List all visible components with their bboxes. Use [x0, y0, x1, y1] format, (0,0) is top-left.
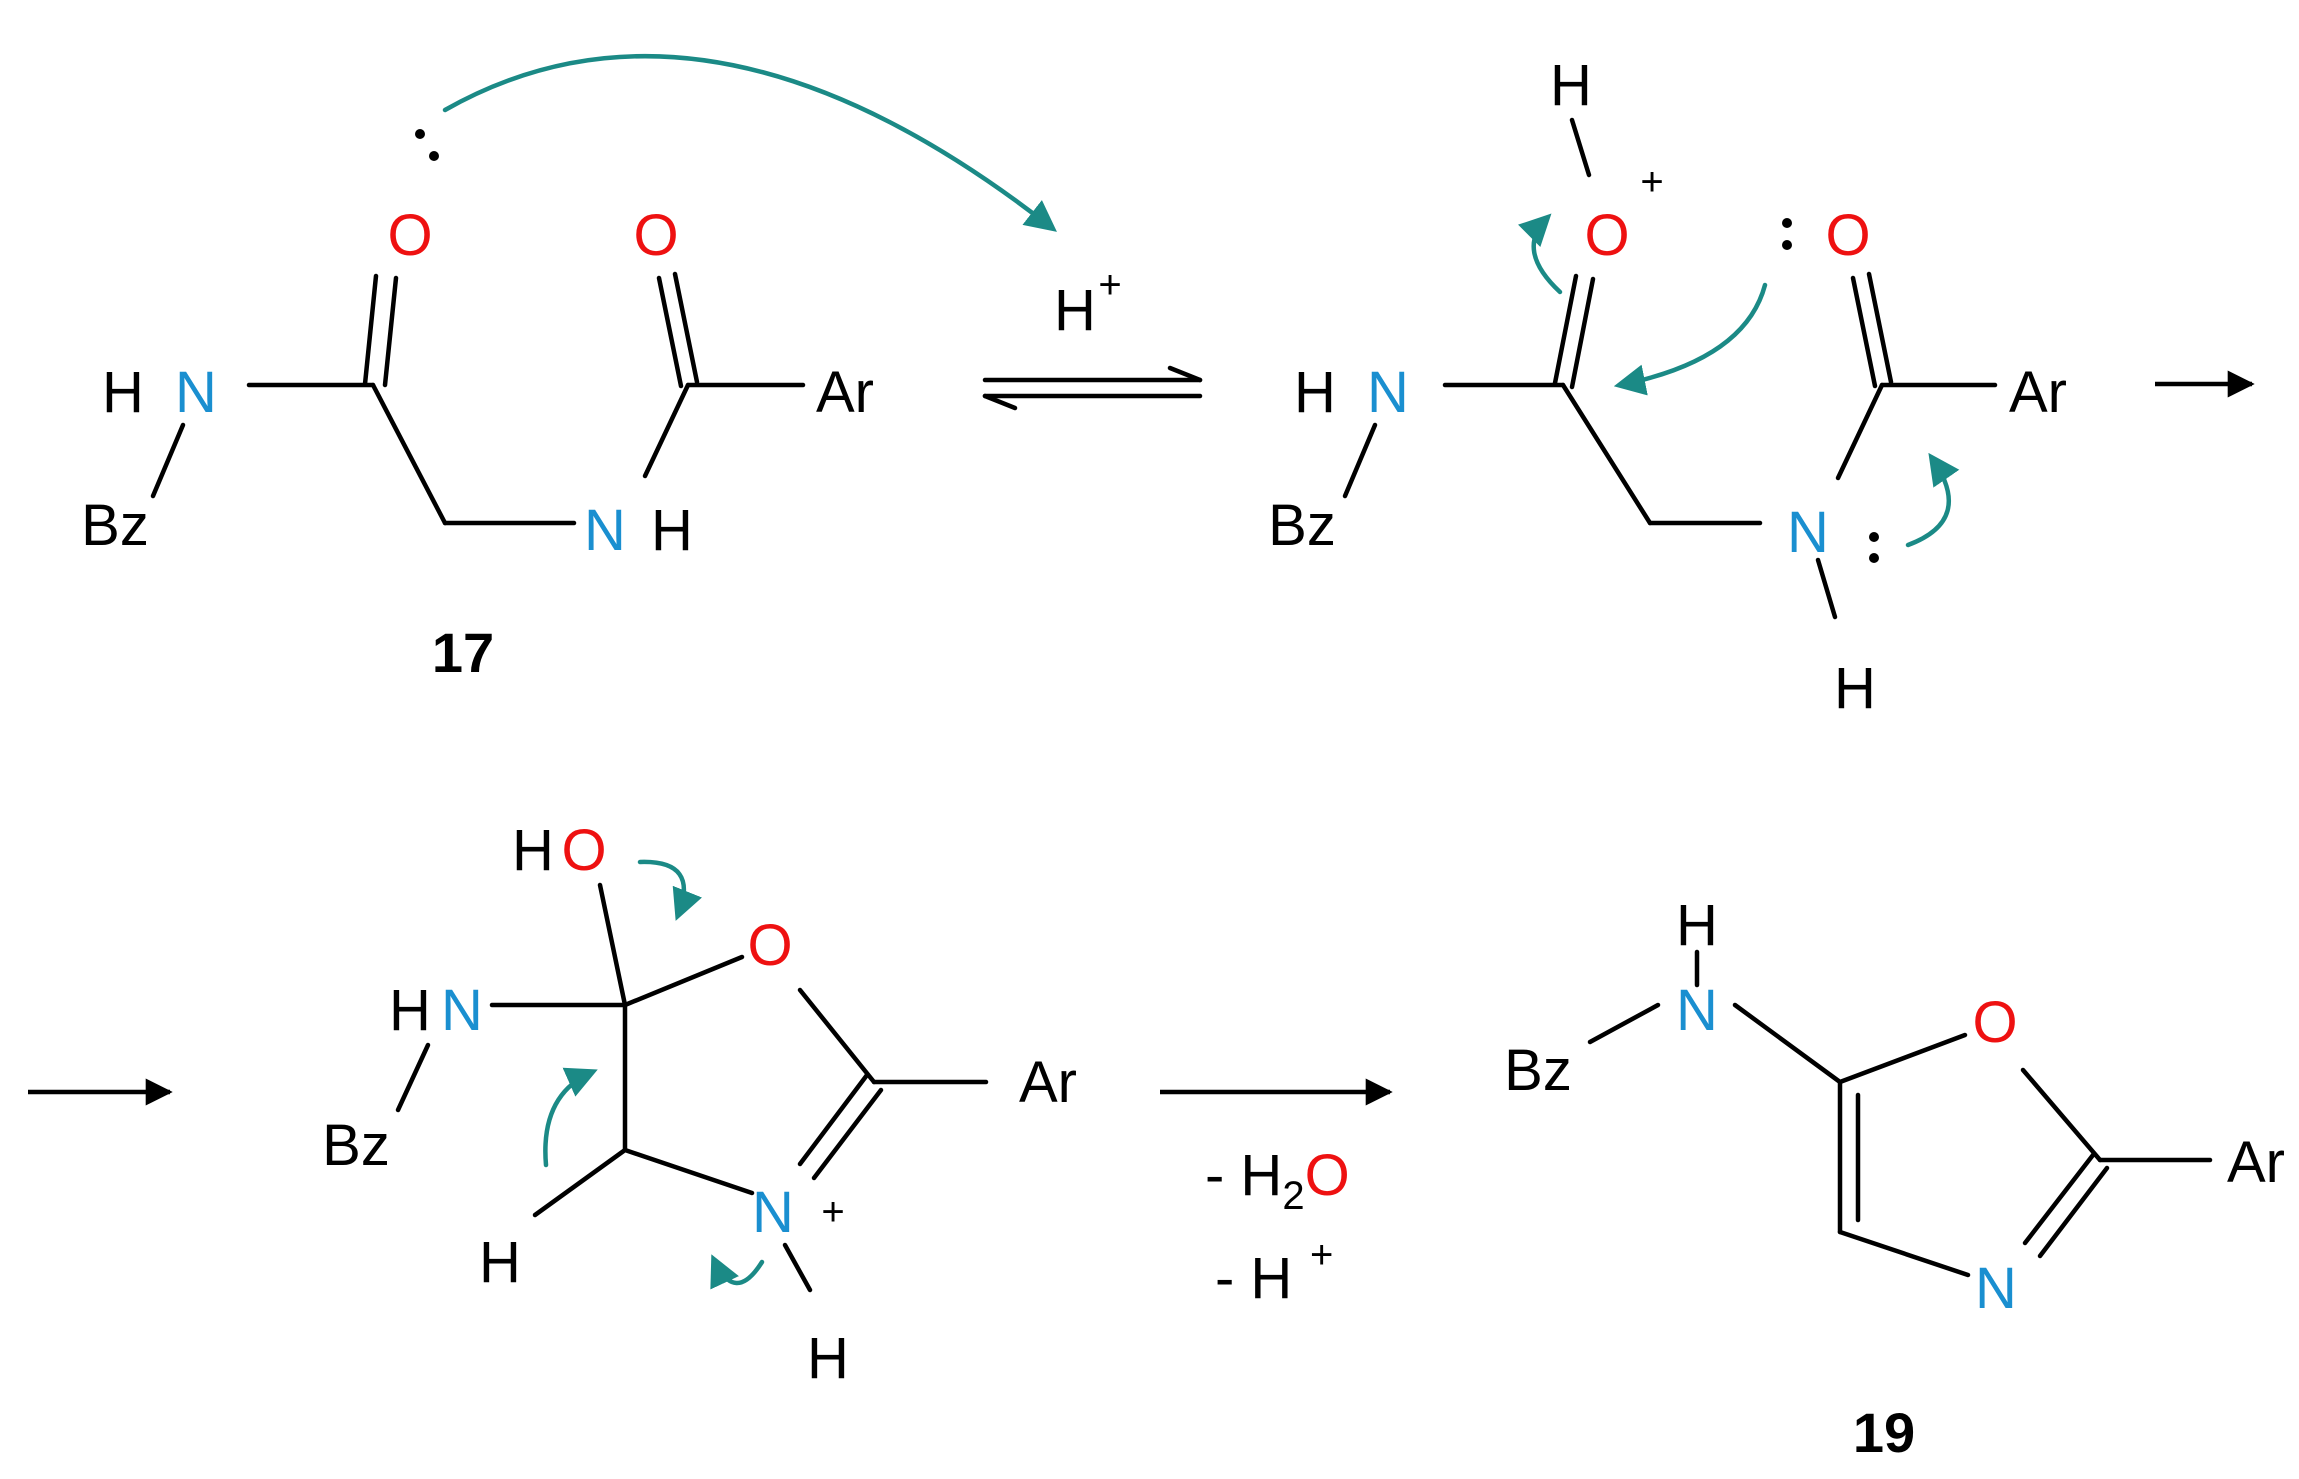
electron-pushing-arrow	[1518, 213, 1563, 295]
iminium-charge: +	[821, 1190, 844, 1234]
atom-o: O	[1972, 990, 2017, 1055]
atom-n: N	[1367, 360, 1409, 425]
atom-h: H	[479, 1230, 521, 1295]
atom-o: O	[561, 818, 606, 883]
group-ar: Ar	[1019, 1050, 1077, 1115]
atom-h: H	[102, 360, 144, 425]
group-bz: Bz	[322, 1113, 390, 1178]
atom-n: N	[1676, 978, 1718, 1043]
atom-o: O	[633, 203, 678, 268]
protonated-intermediate: H O + O H N Bz Ar N H	[1268, 53, 2067, 721]
electron-pushing-arrow	[637, 859, 702, 921]
atom-h: H	[1294, 360, 1336, 425]
group-bz: Bz	[1268, 493, 1336, 558]
group-bz: Bz	[1504, 1038, 1572, 1103]
lone-pair-electron	[1782, 218, 1792, 228]
compound-17: H N Bz O O Ar N H 17	[81, 129, 874, 684]
group-ar: Ar	[816, 360, 874, 425]
atom-n: N	[175, 360, 217, 425]
equilibrium-arrow	[982, 365, 1203, 411]
atom-h: H	[1676, 893, 1718, 958]
atom-n: N	[752, 1180, 794, 1245]
compound-label-19: 19	[1853, 1401, 1915, 1464]
lone-pair-electron	[429, 151, 439, 161]
atom-n: N	[584, 498, 626, 563]
electron-pushing-arrow	[442, 53, 1057, 232]
atom-n: N	[1787, 500, 1829, 565]
condition-loss-of-proton: - H	[1215, 1246, 1292, 1311]
lone-pair-electron	[1869, 532, 1879, 542]
atom-h: H	[512, 818, 554, 883]
atom-h: H	[1550, 53, 1592, 118]
oxazolinium-intermediate: H O O H N Bz Ar N + H H	[322, 818, 1077, 1391]
compound-label-17: 17	[432, 621, 494, 684]
electron-pushing-arrow	[1613, 282, 1768, 396]
condition-loss-of-water: - H2O	[1205, 1143, 1350, 1218]
electron-pushing-arrow	[543, 1067, 598, 1168]
lone-pair-electron	[1869, 553, 1879, 563]
lone-pair-electron	[1782, 240, 1792, 250]
atom-h: H	[807, 1326, 849, 1391]
atom-n: N	[1975, 1256, 2017, 1321]
reagent-proton-charge: +	[1098, 263, 1121, 307]
atom-o: O	[1584, 203, 1629, 268]
lone-pair-electron	[415, 129, 425, 139]
group-ar: Ar	[2009, 360, 2067, 425]
group-ar: Ar	[2227, 1130, 2285, 1195]
electron-pushing-arrow	[710, 1254, 765, 1290]
atom-n: N	[441, 978, 483, 1043]
group-bz: Bz	[81, 493, 149, 558]
reagent-proton: H	[1054, 278, 1096, 343]
atom-h: H	[389, 978, 431, 1043]
atom-h: H	[651, 498, 693, 563]
electron-pushing-arrow	[1905, 452, 1960, 548]
atom-h: H	[1834, 656, 1876, 721]
oxonium-charge: +	[1640, 160, 1663, 204]
condition-proton-charge: +	[1310, 1233, 1333, 1277]
atom-o: O	[1825, 203, 1870, 268]
atom-o: O	[387, 203, 432, 268]
compound-19: H N Bz O Ar N 19	[1504, 893, 2285, 1464]
atom-o: O	[747, 913, 792, 978]
